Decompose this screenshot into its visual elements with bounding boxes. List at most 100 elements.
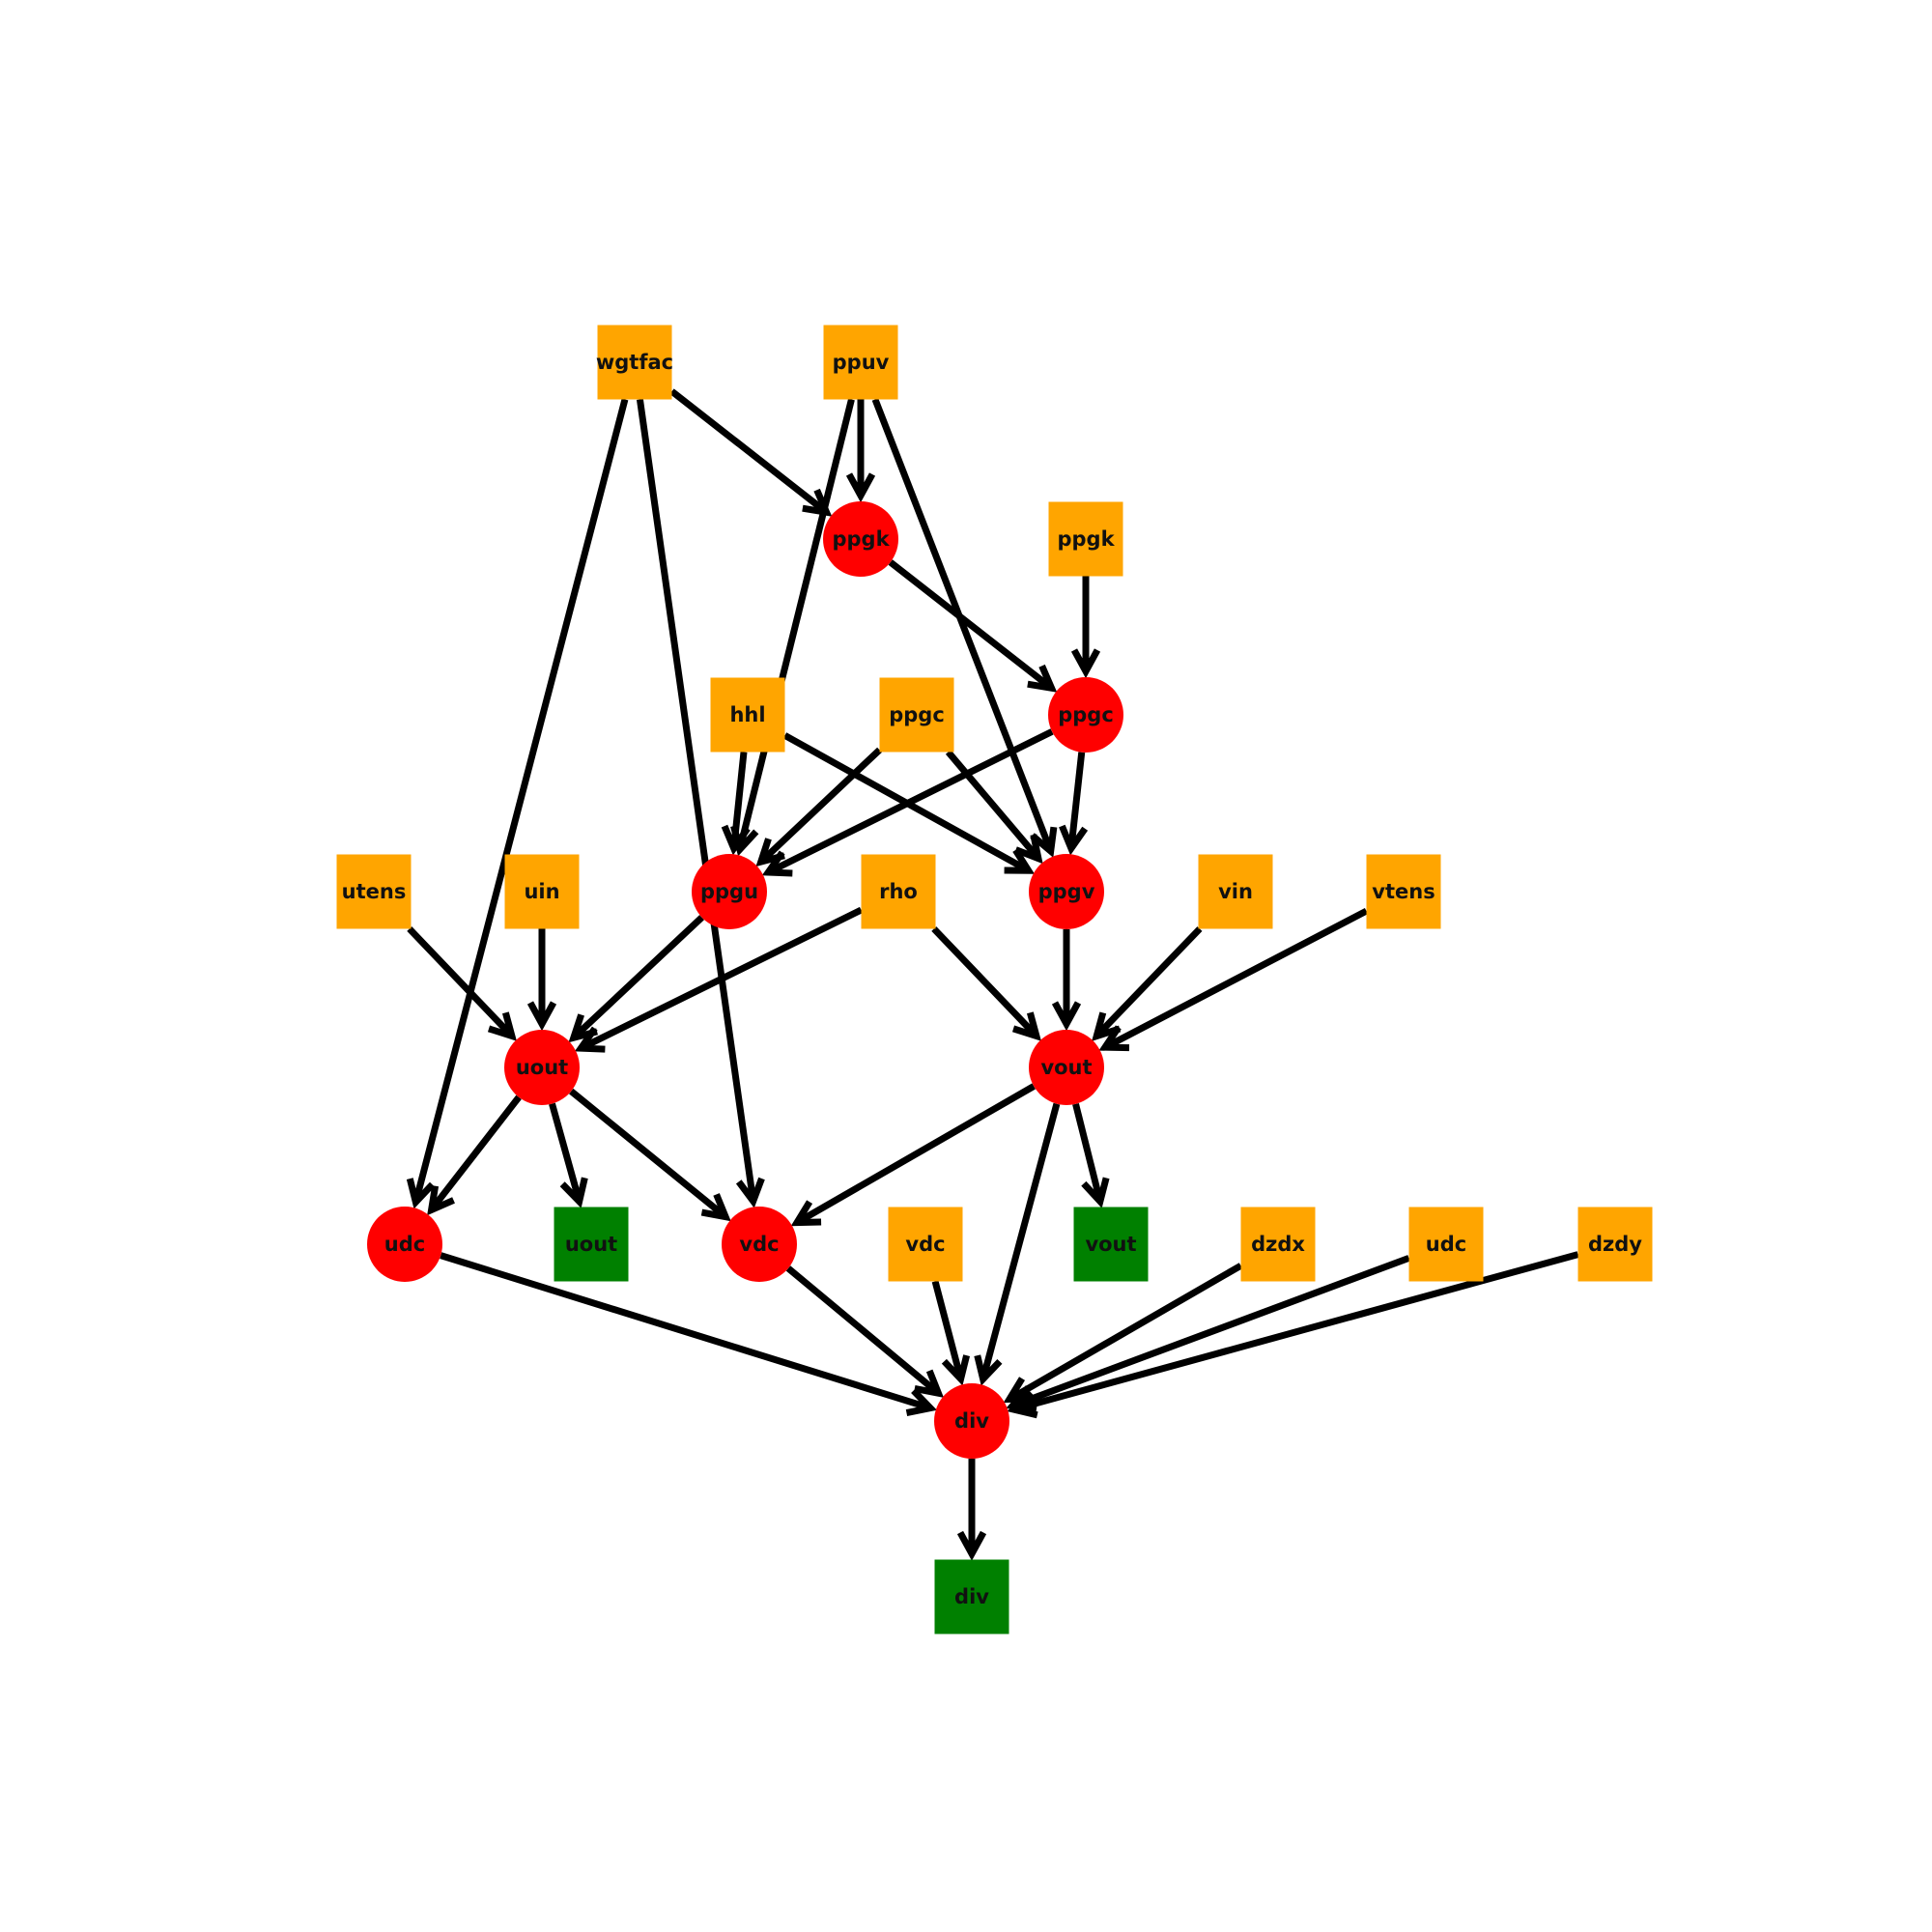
node-label: vout [1040,1056,1092,1079]
edge-line [574,915,704,1038]
arrowhead-icon [941,1354,971,1386]
edge-line [1014,1255,1410,1408]
edge-wgtfac_in-to-ppgk_c [669,388,833,517]
edge-line [1010,1263,1243,1401]
node-input-ppgc: ppgc [879,677,954,753]
edge-line [871,398,1053,849]
edge-ppgc_c-to-ppgu_c [761,728,1054,877]
edge-ppgk_in-to-ppgc_c [1070,576,1101,679]
output-node-shape [934,1559,1009,1634]
node-label: udc [1426,1233,1466,1256]
compute-node-shape [504,1030,580,1105]
arrowhead-icon [574,1026,606,1053]
edge-utens_in-to-uout_c [407,926,517,1041]
edge-ppuv_in-to-ppgv_c [871,398,1058,858]
node-label: ppgc [1058,703,1114,726]
edge-rho_in-to-uout_c [574,906,864,1053]
node-label: ppgc [889,703,945,726]
node-compute-vout: vout [1029,1030,1104,1105]
edge-line [440,1252,928,1410]
arrowhead-icon [845,472,876,503]
arrowhead-icon [1081,1177,1110,1208]
edge-dzdy_in-to-div_c [1007,1251,1579,1419]
node-input-utens: utens [336,854,412,929]
node-compute-ppgu: ppgu [692,854,767,929]
input-node-shape [597,325,672,400]
arrowhead-icon [700,1193,731,1222]
edge-uin_in-to-uout_c [526,928,557,1032]
input-node-shape [504,854,580,929]
edge-line [785,1265,938,1394]
edge-line [737,398,855,847]
arrowhead-icon [1014,834,1043,865]
node-input-uin: uin [504,854,580,929]
compute-node-shape [1029,854,1104,929]
input-node-shape [879,677,954,753]
edge-line [407,926,512,1037]
input-node-shape [336,854,412,929]
arrowhead-icon [761,850,793,877]
input-node-shape [888,1207,963,1282]
arrowhead-icon [1007,1390,1038,1419]
input-node-shape [1198,854,1273,929]
node-label: vdc [905,1233,945,1256]
arrowhead-icon [427,1185,455,1216]
edge-ppgv_c-to-vout_c [1051,929,1082,1032]
edge-line [945,750,1039,858]
node-label: ppgu [700,880,758,903]
compute-node-shape [722,1207,797,1282]
node-input-rho: rho [861,854,936,929]
compute-node-shape [1029,1030,1104,1105]
node-output-uout: uout [554,1207,629,1282]
arrowhead-icon [914,1369,945,1398]
edge-ppuv_in-to-ppgu_c [730,398,855,857]
node-label: vtens [1372,880,1435,903]
edge-ppgk_c-to-ppgc_c [888,559,1058,693]
edge-ppuv_in-to-ppgk_c [845,399,876,503]
node-input-vin: vin [1198,854,1273,929]
input-node-shape [1577,1207,1653,1282]
node-compute-ppgk: ppgk [823,501,898,577]
edge-uout_c-to-udc_c [427,1094,522,1216]
edge-ppgc_c-to-ppgv_c [1059,752,1089,856]
node-input-wgtfac: wgtfac [596,325,673,400]
arrowhead-icon [1051,1001,1082,1032]
edge-vout_c-to-vout_out [1072,1102,1110,1208]
input-node-shape [710,677,785,753]
edge-line [582,906,864,1050]
node-input-udc: udc [1408,1207,1484,1282]
compute-node-shape [692,854,767,929]
edge-wgtfac_in-to-udc_c [406,398,629,1209]
node-label: uin [524,880,559,903]
output-node-shape [1073,1207,1149,1282]
node-label: vin [1218,880,1253,903]
node-label: vout [1085,1233,1136,1256]
edge-vout_c-to-vdc_c [790,1083,1036,1227]
node-compute-ppgv: ppgv [1029,854,1104,929]
edge-vdc_in-to-div_c [931,1280,971,1386]
edge-vout_c-to-div_c [974,1102,1061,1386]
edge-line [730,752,748,845]
arrowhead-icon [1004,848,1036,874]
arrowhead-icon [487,1011,517,1041]
arrowhead-icon [735,1177,765,1208]
node-compute-uout: uout [504,1030,580,1105]
input-node-shape [861,854,936,929]
node-compute-vdc: vdc [722,1207,797,1282]
node-input-dzdy: dzdy [1577,1207,1653,1282]
node-label: ppgk [832,527,890,551]
edge-line [412,398,629,1200]
node-output-div: div [934,1559,1009,1634]
compute-node-shape [934,1383,1009,1459]
arrowhead-icon [721,824,751,856]
edge-line [798,1083,1036,1224]
node-input-ppgk: ppgk [1048,501,1123,577]
node-label: vdc [739,1233,779,1256]
node-label: ppgk [1057,527,1115,551]
node-label: uout [516,1056,568,1079]
node-compute-ppgc: ppgc [1048,677,1123,753]
edge-hhl_in-to-ppgu_c [721,752,751,856]
edge-uout_c-to-vdc_c [569,1088,731,1222]
arrowhead-icon [526,1001,557,1032]
